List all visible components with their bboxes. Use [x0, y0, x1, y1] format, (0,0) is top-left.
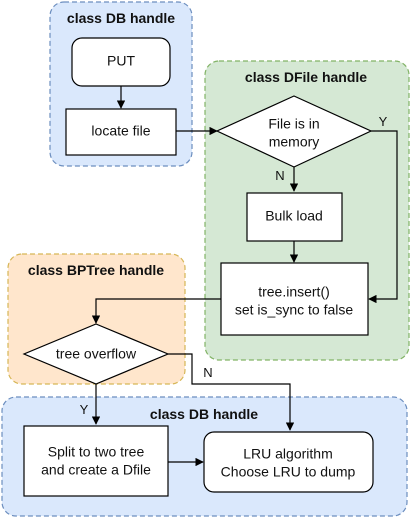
node-tree-insert: tree.insert() set is_sync to false [220, 262, 369, 336]
node-label-bulk-load: Bulk load [265, 208, 323, 224]
node-locate-file: locate file [65, 108, 177, 156]
edge-tree-overflow-no-to-lru [168, 353, 295, 431]
node-label-lru-line2: Choose LRU to dump [221, 464, 356, 480]
node-label-file-in-memory-line2: memory [269, 134, 320, 150]
node-bulk-load: Bulk load [246, 192, 343, 242]
node-label-put: PUT [107, 53, 135, 69]
edge-label-memory-yes: Y [379, 114, 388, 129]
edge-label-memory-no: N [275, 168, 284, 183]
edges [91, 86, 398, 467]
edge-file-in-memory-yes-to-tree-insert [368, 130, 398, 304]
edge-tree-insert-to-tree-overflow [91, 298, 221, 324]
group-title-bptree-handle: class BPTree handle [28, 262, 164, 278]
node-put: PUT [71, 37, 171, 87]
edge-label-overflow-yes: Y [80, 402, 89, 417]
group-title-db-handle-bottom: class DB handle [150, 406, 258, 422]
node-label-locate-file: locate file [91, 123, 150, 139]
node-label-tree-insert-line2: set is_sync to false [235, 302, 353, 318]
node-lru: LRU algorithm Choose LRU to dump [203, 431, 374, 493]
node-file-in-memory: File is in memory [215, 95, 373, 168]
edge-label-overflow-no: N [203, 365, 212, 380]
node-split-tree: Split to two tree and create a Dfile [23, 425, 169, 497]
node-label-split-tree-line2: and create a Dfile [41, 462, 151, 478]
node-label-split-tree-line1: Split to two tree [48, 444, 145, 460]
node-label-lru-line1: LRU algorithm [243, 446, 332, 462]
group-title-db-handle-top: class DB handle [67, 10, 175, 26]
node-tree-overflow: tree overflow [22, 323, 170, 385]
node-label-file-in-memory-line1: File is in [268, 116, 319, 132]
node-label-tree-insert-line1: tree.insert() [258, 284, 330, 300]
node-label-tree-overflow: tree overflow [56, 346, 137, 362]
group-title-dfile-handle: class DFile handle [245, 69, 367, 85]
